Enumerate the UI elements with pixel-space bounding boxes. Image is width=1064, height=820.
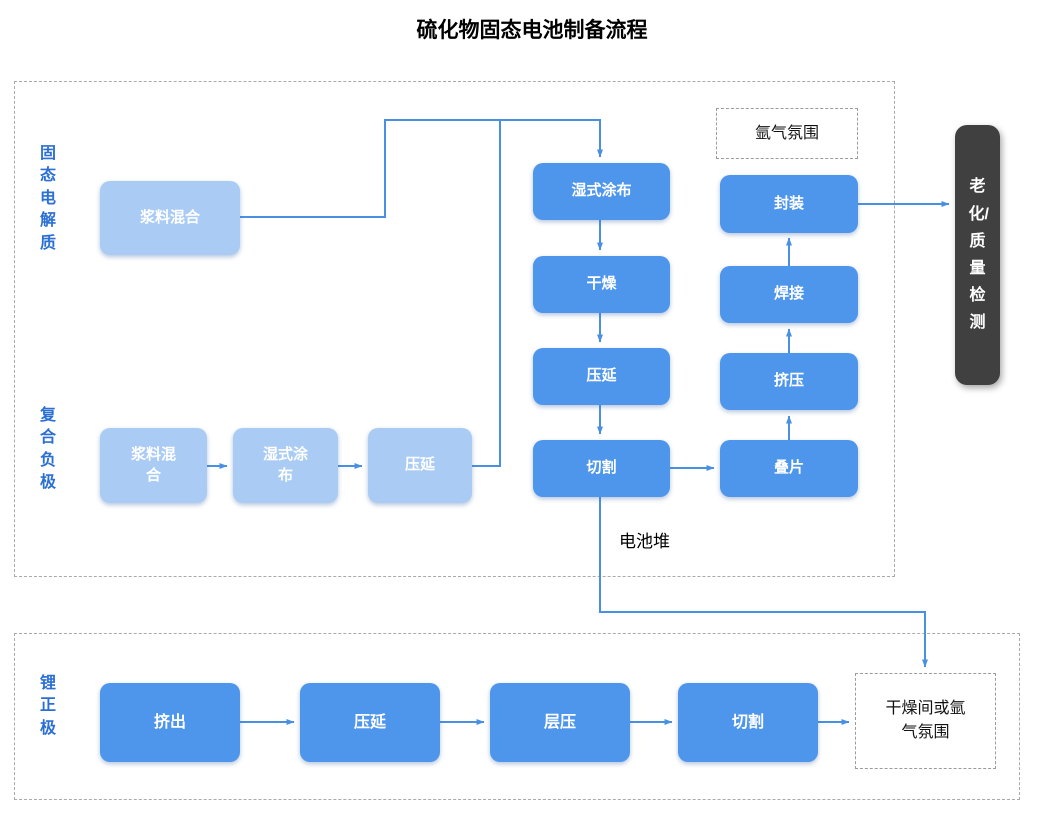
node-anode-wet-coating: 湿式涂布 <box>233 428 338 503</box>
node-label: 切割 <box>586 459 617 477</box>
node-label: 湿式涂布 <box>262 446 308 484</box>
annotation-label: 干燥间或氩气氛围 <box>885 700 966 741</box>
node-wet-coating: 湿式涂布 <box>533 163 670 220</box>
node-label: 切割 <box>731 713 764 731</box>
node-label: 老化/质量检测 <box>968 178 989 332</box>
annotation-dry-room: 干燥间或氩气氛围 <box>855 673 996 769</box>
node-label: 封装 <box>773 194 804 212</box>
node-label: 浆料混合 <box>139 208 200 226</box>
annotation-cell-stack: 电池堆 <box>619 532 670 551</box>
lane-label-composite-anode: 复合负极 <box>39 407 56 492</box>
node-anode-calendering: 压延 <box>368 428 472 503</box>
node-anode-slurry-mixing: 浆料混合 <box>100 428 207 503</box>
node-sealing: 封装 <box>720 175 858 233</box>
node-calendering: 压延 <box>533 348 670 405</box>
top-process-container <box>14 81 895 577</box>
page-title: 硫化物固态电池制备流程 <box>416 19 648 42</box>
node-label: 挤出 <box>153 713 186 731</box>
node-label: 浆料混合 <box>130 446 176 484</box>
node-label: 焊接 <box>773 285 804 303</box>
node-label: 压延 <box>353 713 386 731</box>
annotation-label: 氩气氛围 <box>754 124 819 142</box>
annotation-argon-atmosphere: 氩气氛围 <box>716 108 858 159</box>
node-electrolyte-slurry-mixing: 浆料混合 <box>100 181 240 255</box>
node-cathode-cutting: 切割 <box>678 683 818 762</box>
node-stacking: 叠片 <box>720 440 858 497</box>
node-label: 压延 <box>404 456 435 474</box>
node-welding: 焊接 <box>720 266 858 323</box>
node-label: 干燥 <box>586 275 617 293</box>
node-aging-qc: 老化/质量检测 <box>955 125 1000 385</box>
node-label: 挤压 <box>773 372 804 390</box>
bottom-process-container <box>14 633 1020 800</box>
node-label: 压延 <box>586 367 617 385</box>
node-cathode-lamination: 层压 <box>490 683 630 762</box>
lane-label-lithium-cathode: 锂正极 <box>39 675 56 737</box>
node-label: 湿式涂布 <box>571 182 632 200</box>
node-cathode-extrusion: 挤出 <box>100 683 240 762</box>
node-label: 叠片 <box>773 459 804 477</box>
node-cathode-calendering: 压延 <box>300 683 440 762</box>
node-drying: 干燥 <box>533 256 670 313</box>
node-pressing: 挤压 <box>720 353 858 410</box>
lane-label-solid-electrolyte: 固态电解质 <box>39 145 56 252</box>
node-label: 层压 <box>543 713 576 731</box>
node-cutting: 切割 <box>533 440 670 497</box>
